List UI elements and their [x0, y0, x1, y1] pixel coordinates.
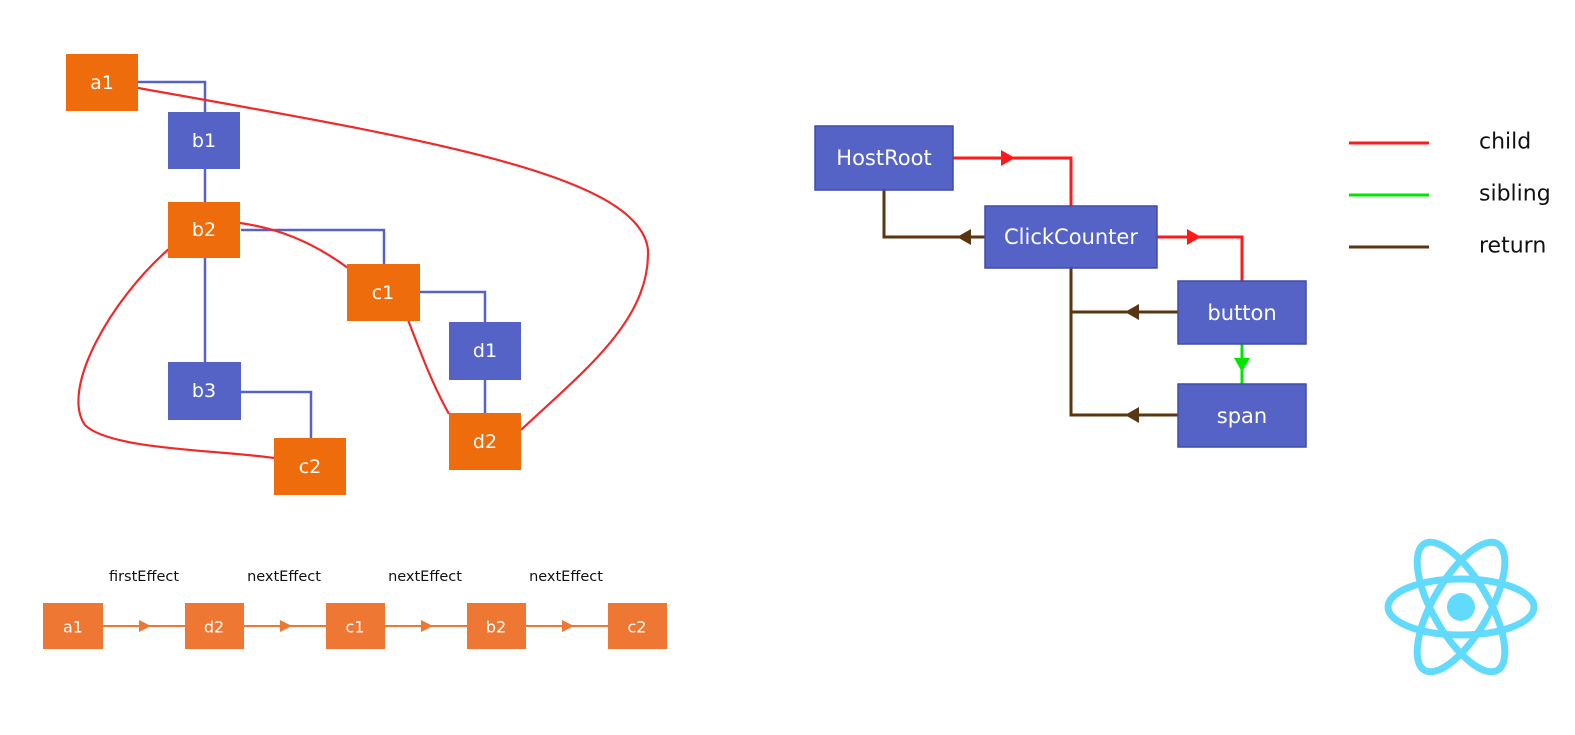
tree-node-d2: d2: [449, 413, 521, 470]
tree-node-c1-label: c1: [372, 282, 395, 304]
effect-node-b2: b2: [467, 603, 526, 649]
fiber-node-button: button: [1177, 280, 1307, 345]
connector-c1-d1: [420, 290, 487, 322]
effect-node-c2: c2: [608, 603, 667, 649]
legend-item-child: child: [1349, 130, 1531, 155]
effect-link-label-3: nextEffect: [388, 569, 462, 585]
tree-node-d2-label: d2: [473, 431, 497, 453]
effect-node-d2: d2: [185, 603, 244, 649]
curve-b2-c2: [77, 247, 275, 460]
connector-b3-c2: [241, 390, 313, 438]
child-link-hostroot: [953, 156, 1073, 206]
effect-node-d2-label: d2: [204, 618, 224, 637]
fiber-node-button-label: button: [1207, 301, 1276, 325]
tree-node-a1-label: a1: [90, 72, 114, 94]
effect-node-a1-label: a1: [63, 618, 83, 637]
effect-node-c2-label: c2: [628, 618, 647, 637]
curve-c1-b2: [239, 221, 349, 269]
tree-node-d1-label: d1: [473, 340, 497, 362]
curve-d2-c1: [406, 319, 450, 415]
curve-a1-d2: [137, 86, 650, 431]
tree-node-d1: d1: [449, 322, 521, 380]
effect-list: firstEffect nextEffect nextEffect nextEf…: [43, 569, 667, 649]
fiber-node-clickcounter-label: ClickCounter: [1004, 225, 1138, 249]
effect-node-b2-label: b2: [486, 618, 506, 637]
legend-label-child: child: [1479, 130, 1531, 155]
tree-node-c1: c1: [347, 264, 420, 321]
fiber-tree: HostRoot ClickCounter button span: [814, 125, 1307, 448]
tree-node-b1-label: b1: [192, 130, 216, 152]
tree-node-b1: b1: [168, 112, 240, 169]
return-arrow-span: [1125, 407, 1139, 423]
return-link-span: [1069, 312, 1178, 417]
child-arrow-hostroot: [1001, 150, 1015, 166]
legend-item-return: return: [1349, 234, 1546, 259]
tree-node-b2: b2: [168, 202, 240, 258]
fiber-node-hostroot: HostRoot: [814, 125, 954, 191]
sibling-arrow: [1234, 358, 1250, 372]
fiber-node-clickcounter: ClickCounter: [984, 205, 1158, 269]
tree-node-b3-label: b3: [192, 380, 216, 402]
return-link-button: [1069, 268, 1178, 314]
effect-node-c1-label: c1: [346, 618, 365, 637]
fiber-node-hostroot-label: HostRoot: [836, 146, 931, 170]
tree-node-c2: c2: [274, 438, 346, 495]
child-arrow-clickcounter: [1187, 229, 1201, 245]
fiber-node-span-label: span: [1217, 404, 1267, 428]
effect-curves: [77, 86, 650, 460]
child-link-clickcounter: [1157, 235, 1244, 281]
legend-label-sibling: sibling: [1479, 182, 1551, 207]
return-link-clickcounter: [882, 190, 985, 239]
tree-node-a1: a1: [66, 54, 138, 111]
tree-node-b2-label: b2: [192, 219, 216, 241]
fiber-node-span: span: [1177, 383, 1307, 448]
tree-connectors: [138, 80, 487, 438]
tree-node-b3: b3: [168, 362, 241, 420]
legend-item-sibling: sibling: [1349, 182, 1551, 207]
effect-link-label-2: nextEffect: [247, 569, 321, 585]
effect-node-c1: c1: [326, 603, 385, 649]
connector-b2-c1: [241, 228, 386, 265]
connector-a1-b1: [138, 80, 207, 112]
effect-link-label-1: firstEffect: [109, 569, 179, 585]
legend-label-return: return: [1479, 234, 1546, 259]
legend: child sibling return: [1349, 130, 1551, 259]
effect-link-label-4: nextEffect: [529, 569, 603, 585]
react-logo-icon: [1384, 538, 1538, 676]
effect-node-a1: a1: [43, 603, 103, 649]
return-arrow-clickcounter: [957, 229, 971, 245]
tree-node-c2-label: c2: [299, 456, 322, 478]
return-arrow-button: [1125, 304, 1139, 320]
